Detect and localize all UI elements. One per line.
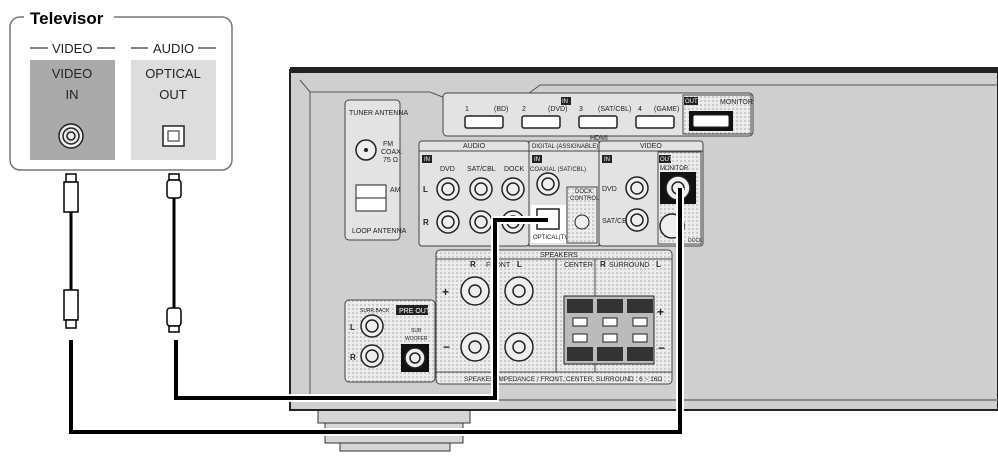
tv-video-port-label: IN: [66, 87, 79, 102]
video-monitor-label: MONITOR: [660, 166, 689, 172]
hdmi-in-badge: IN: [562, 99, 568, 105]
speakers-section: SPEAKERS R FRONT L CENTER R SURROUND L +…: [435, 249, 673, 385]
minus-label: −: [443, 340, 450, 354]
tv-audio-group-label: AUDIO: [153, 41, 194, 56]
audio-col-label: SAT/CBL: [467, 166, 496, 173]
surround-right-label: R: [600, 260, 606, 269]
fm-label: FM: [383, 141, 393, 148]
fm-impedance-label: 75 Ω: [383, 157, 398, 164]
speaker-impedance-label: SPEAKER IMPEDANCE / FRONT, CENTER, SURRO…: [464, 376, 662, 383]
video-cable: [63, 173, 684, 436]
hdmi-label: HDMI: [590, 135, 608, 142]
am-label: AM: [390, 187, 401, 194]
digital-title: DIGITAL (ASSIGNABLE): [532, 144, 598, 150]
tv-video-in-jack[interactable]: [58, 123, 84, 149]
front-right-label: R: [470, 260, 476, 269]
surround-left-label: L: [656, 260, 661, 269]
hdmi-input-label: 3: [579, 106, 583, 113]
plus-label: +: [657, 305, 664, 319]
front-speaker-terminals[interactable]: [460, 276, 534, 362]
pre-out-badge: PRE OUT: [399, 308, 431, 315]
digital-section: DIGITAL (ASSIGNABLE) IN COAXIAL (SAT/CBL…: [528, 140, 600, 247]
television-box: Televisor VIDEO AUDIO VIDEO IN OPTICAL O…: [9, 6, 233, 171]
hdmi-input-label: 4: [638, 106, 642, 113]
video-row-label: DVD: [602, 186, 617, 193]
fm-coax-label: COAX.: [381, 149, 403, 156]
pre-out-section: SURR.BACK PRE OUT L R SUB WOOFER: [344, 299, 436, 383]
loop-antenna-label: LOOP ANTENNA: [352, 228, 407, 235]
audio-col-label: DOCK: [504, 166, 525, 173]
video-dock-label: DOCK: [688, 238, 703, 244]
hdmi-input-label: (DVD): [548, 106, 567, 113]
hdmi-in-1-port[interactable]: [464, 115, 504, 129]
pre-out-right-label: R: [350, 353, 356, 362]
digital-in-badge: IN: [534, 157, 540, 163]
hdmi-section: IN 1 (BD) 2 (DVD) 3 (SAT/CBL) 4 (GAME) O…: [442, 92, 754, 142]
subwoofer-label: WOOFER: [405, 336, 428, 342]
surr-back-label: SURR.BACK: [360, 308, 390, 314]
tv-video-port-label: VIDEO: [52, 66, 92, 81]
tv-video-group-label: VIDEO: [52, 41, 92, 56]
video-title: VIDEO: [640, 143, 662, 150]
video-in-badge: IN: [604, 157, 610, 163]
hdmi-in-3-port[interactable]: [578, 115, 618, 129]
audio-in-section: AUDIO IN DVD SAT/CBL DOCK L R: [418, 140, 530, 247]
audio-in-badge: IN: [424, 157, 430, 163]
audio-left-label: L: [423, 185, 428, 194]
tuner-antenna-section: TUNER ANTENNA FM COAX. 75 Ω AM LOOP ANTE…: [344, 99, 408, 241]
front-left-label: L: [517, 260, 522, 269]
minus-label: −: [658, 341, 665, 355]
dock-control-jack[interactable]: [574, 214, 590, 230]
audio-col-label: DVD: [440, 166, 455, 173]
pre-out-left-label: L: [350, 323, 355, 332]
tuner-antenna-label: TUNER ANTENNA: [349, 110, 408, 117]
center-surround-speaker-terminals[interactable]: [563, 295, 655, 365]
hdmi-in-4-port[interactable]: [635, 115, 675, 129]
hdmi-monitor-label: MONITOR: [720, 99, 753, 106]
audio-title: AUDIO: [463, 143, 486, 150]
subwoofer-label: SUB: [411, 328, 422, 334]
tv-optical-out-port[interactable]: [162, 125, 185, 147]
optical-cable: [166, 173, 548, 402]
coaxial-label: COAXIAL (SAT/CBL): [530, 167, 586, 173]
dock-control-label: CONTROL: [570, 196, 600, 202]
hdmi-input-label: (SAT/CBL): [598, 106, 631, 113]
plus-label: +: [442, 285, 449, 299]
dock-control-label: DOCK: [575, 189, 592, 195]
tv-audio-port-label: OUT: [159, 87, 187, 102]
center-label: CENTER: [564, 262, 593, 269]
video-row-label: SAT/CBL: [602, 218, 631, 225]
tv-audio-port-label: OPTICAL: [145, 66, 201, 81]
video-section: VIDEO IN DVD SAT/CBL OUT MONITOR DOCK: [598, 140, 704, 247]
hdmi-input-label: (GAME): [654, 106, 679, 113]
video-out-badge: OUT: [660, 157, 673, 163]
hdmi-out-badge: OUT: [685, 99, 698, 105]
hdmi-input-label: (BD): [494, 106, 508, 113]
speakers-title: SPEAKERS: [540, 252, 578, 259]
television-title: Televisor: [30, 9, 104, 28]
hdmi-input-label: 1: [465, 106, 469, 113]
hdmi-monitor-out-port[interactable]: [692, 114, 730, 128]
hdmi-input-label: 2: [522, 106, 526, 113]
hdmi-in-2-port[interactable]: [521, 115, 561, 129]
surround-label: SURROUND: [609, 262, 649, 269]
optical-label: OPTICAL(TV): [533, 235, 570, 241]
audio-right-label: R: [423, 218, 429, 227]
